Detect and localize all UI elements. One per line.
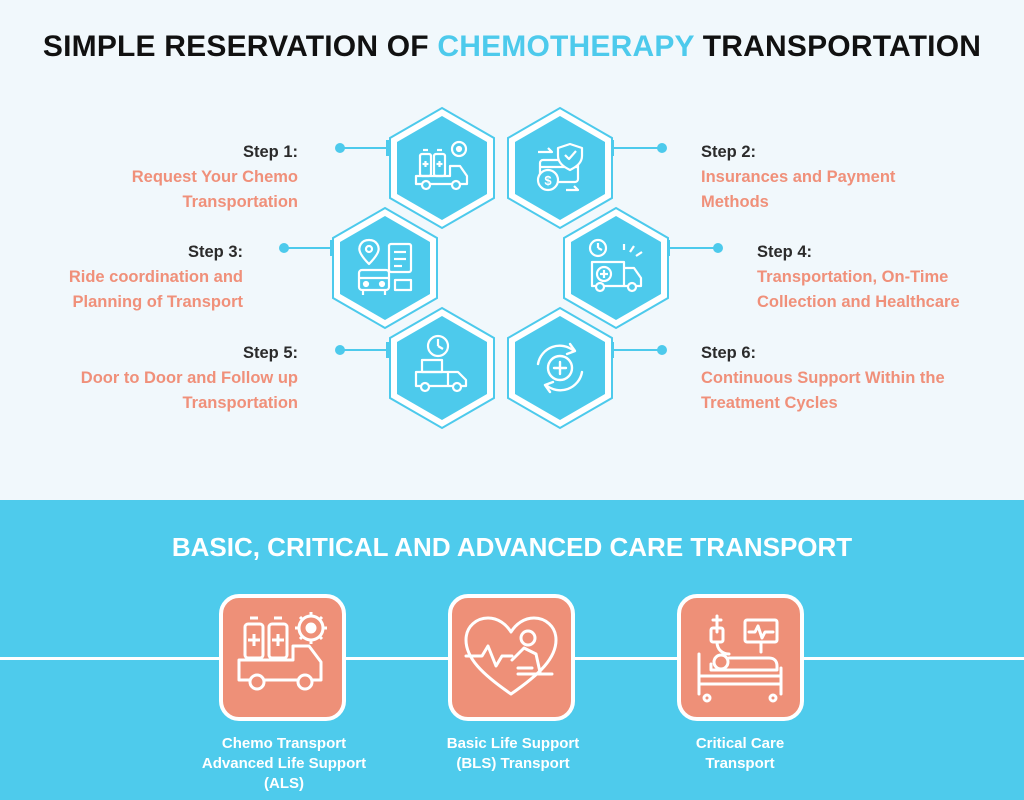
- card-chemo-transport: [219, 594, 346, 721]
- page-title: SIMPLE RESERVATION OF CHEMOTHERAPY TRANS…: [0, 30, 1024, 64]
- card-bls-line1: Basic Life Support: [446, 735, 580, 752]
- card-chemo-line3: (ALS): [264, 775, 304, 792]
- step-5-hexagon: [389, 307, 495, 429]
- step-1-label: Step 1:: [242, 143, 298, 161]
- title-suffix: TRANSPORTATION: [694, 30, 982, 63]
- medical-cycle-icon: [536, 342, 584, 394]
- step-3-desc-line2: Planning of Transport: [72, 293, 243, 311]
- step-3-desc-line1: Ride coordination and: [68, 268, 243, 286]
- step-2-label: Step 2:: [701, 143, 757, 161]
- step-1-desc-line2: Transportation: [182, 193, 298, 211]
- title-highlight: CHEMOTHERAPY: [437, 30, 695, 63]
- step-4-text: Step 4: Transportation, On-Time Collecti…: [757, 240, 960, 315]
- connector-step-5: [335, 342, 390, 358]
- step-3-label: Step 3:: [187, 243, 243, 261]
- card-basic-life-support: [448, 594, 575, 721]
- step-4-desc-line1: Transportation, On-Time: [757, 268, 949, 286]
- hospital-bed-icon: [697, 614, 783, 703]
- card-critical-line2: Transport: [705, 755, 775, 772]
- route-planning-icon: [357, 238, 413, 295]
- step-1-hexagon: [389, 107, 495, 229]
- step-4-hexagon: [563, 207, 669, 329]
- step-6-label: Step 6:: [701, 344, 757, 362]
- card-critical-line1: Critical Care: [695, 735, 785, 752]
- connector-step-1: [335, 140, 390, 156]
- care-section-title: BASIC, CRITICAL AND ADVANCED CARE TRANSP…: [171, 532, 853, 562]
- step-1-desc-line1: Request Your Chemo: [131, 168, 298, 186]
- delivery-truck-icon: [414, 334, 468, 393]
- step-4-label: Step 4:: [757, 243, 813, 261]
- card-chemo-line2: Advanced Life Support: [201, 755, 367, 772]
- step-6-hexagon: [507, 307, 613, 429]
- card-chemo-line1: Chemo Transport: [221, 735, 347, 752]
- connector-step-3: [279, 240, 334, 256]
- step-3-hexagon: [332, 207, 438, 329]
- chemo-ambulance-icon: [237, 612, 327, 691]
- step-5-desc-line1: Door to Door and Follow up: [80, 369, 298, 387]
- step-2-text: Step 2: Insurances and Payment Methods: [701, 140, 895, 215]
- step-2-desc-line1: Insurances and Payment: [701, 168, 896, 186]
- card-chemo-label: Chemo Transport Advanced Life Support (A…: [174, 734, 394, 794]
- connector-step-2: [610, 140, 667, 156]
- title-prefix: SIMPLE RESERVATION OF: [42, 30, 438, 63]
- step-2-hexagon: $: [507, 107, 613, 229]
- connector-step-4: [666, 240, 723, 256]
- step-3-text: Step 3: Ride coordination and Planning o…: [69, 240, 243, 315]
- card-bls-line2: (BLS) Transport: [456, 755, 570, 772]
- step-5-text: Step 5: Door to Door and Follow up Trans…: [81, 341, 298, 416]
- step-5-label: Step 5:: [242, 344, 298, 362]
- svg-text:$: $: [544, 173, 552, 188]
- ambulance-oxygen-icon: [414, 140, 469, 191]
- steps-diagram: $: [279, 107, 723, 429]
- heart-cpr-icon: [464, 616, 558, 696]
- step-1-text: Step 1: Request Your Chemo Transportatio…: [132, 140, 298, 215]
- connector-step-6: [610, 342, 667, 358]
- card-bls-label: Basic Life Support (BLS) Transport: [403, 734, 623, 774]
- insurance-payment-icon: $: [536, 142, 584, 192]
- card-critical-care: [677, 594, 804, 721]
- ambulance-clock-icon: [588, 238, 643, 293]
- card-critical-label: Critical Care Transport: [630, 734, 850, 774]
- step-6-desc-line1: Continuous Support Within the: [701, 369, 945, 387]
- step-6-text: Step 6: Continuous Support Within the Tr…: [701, 341, 945, 416]
- step-2-desc-line2: Methods: [701, 193, 769, 211]
- step-4-desc-line2: Collection and Healthcare: [757, 293, 960, 311]
- step-5-desc-line2: Transportation: [182, 394, 298, 412]
- step-6-desc-line2: Treatment Cycles: [701, 394, 838, 412]
